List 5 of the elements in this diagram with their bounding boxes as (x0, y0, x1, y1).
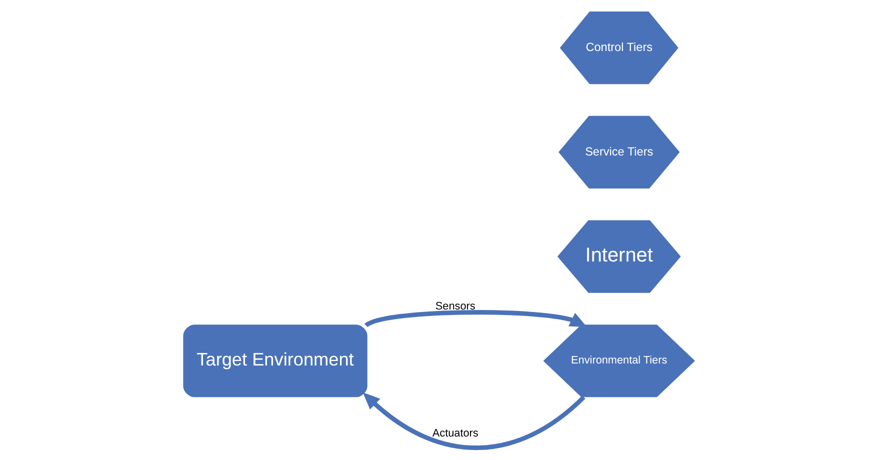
arrow (364, 310, 587, 328)
edge-label: Sensors (435, 300, 476, 313)
edge-label: Actuators (432, 428, 478, 440)
node-box: Target Environment (183, 324, 368, 398)
arrow (362, 392, 586, 450)
